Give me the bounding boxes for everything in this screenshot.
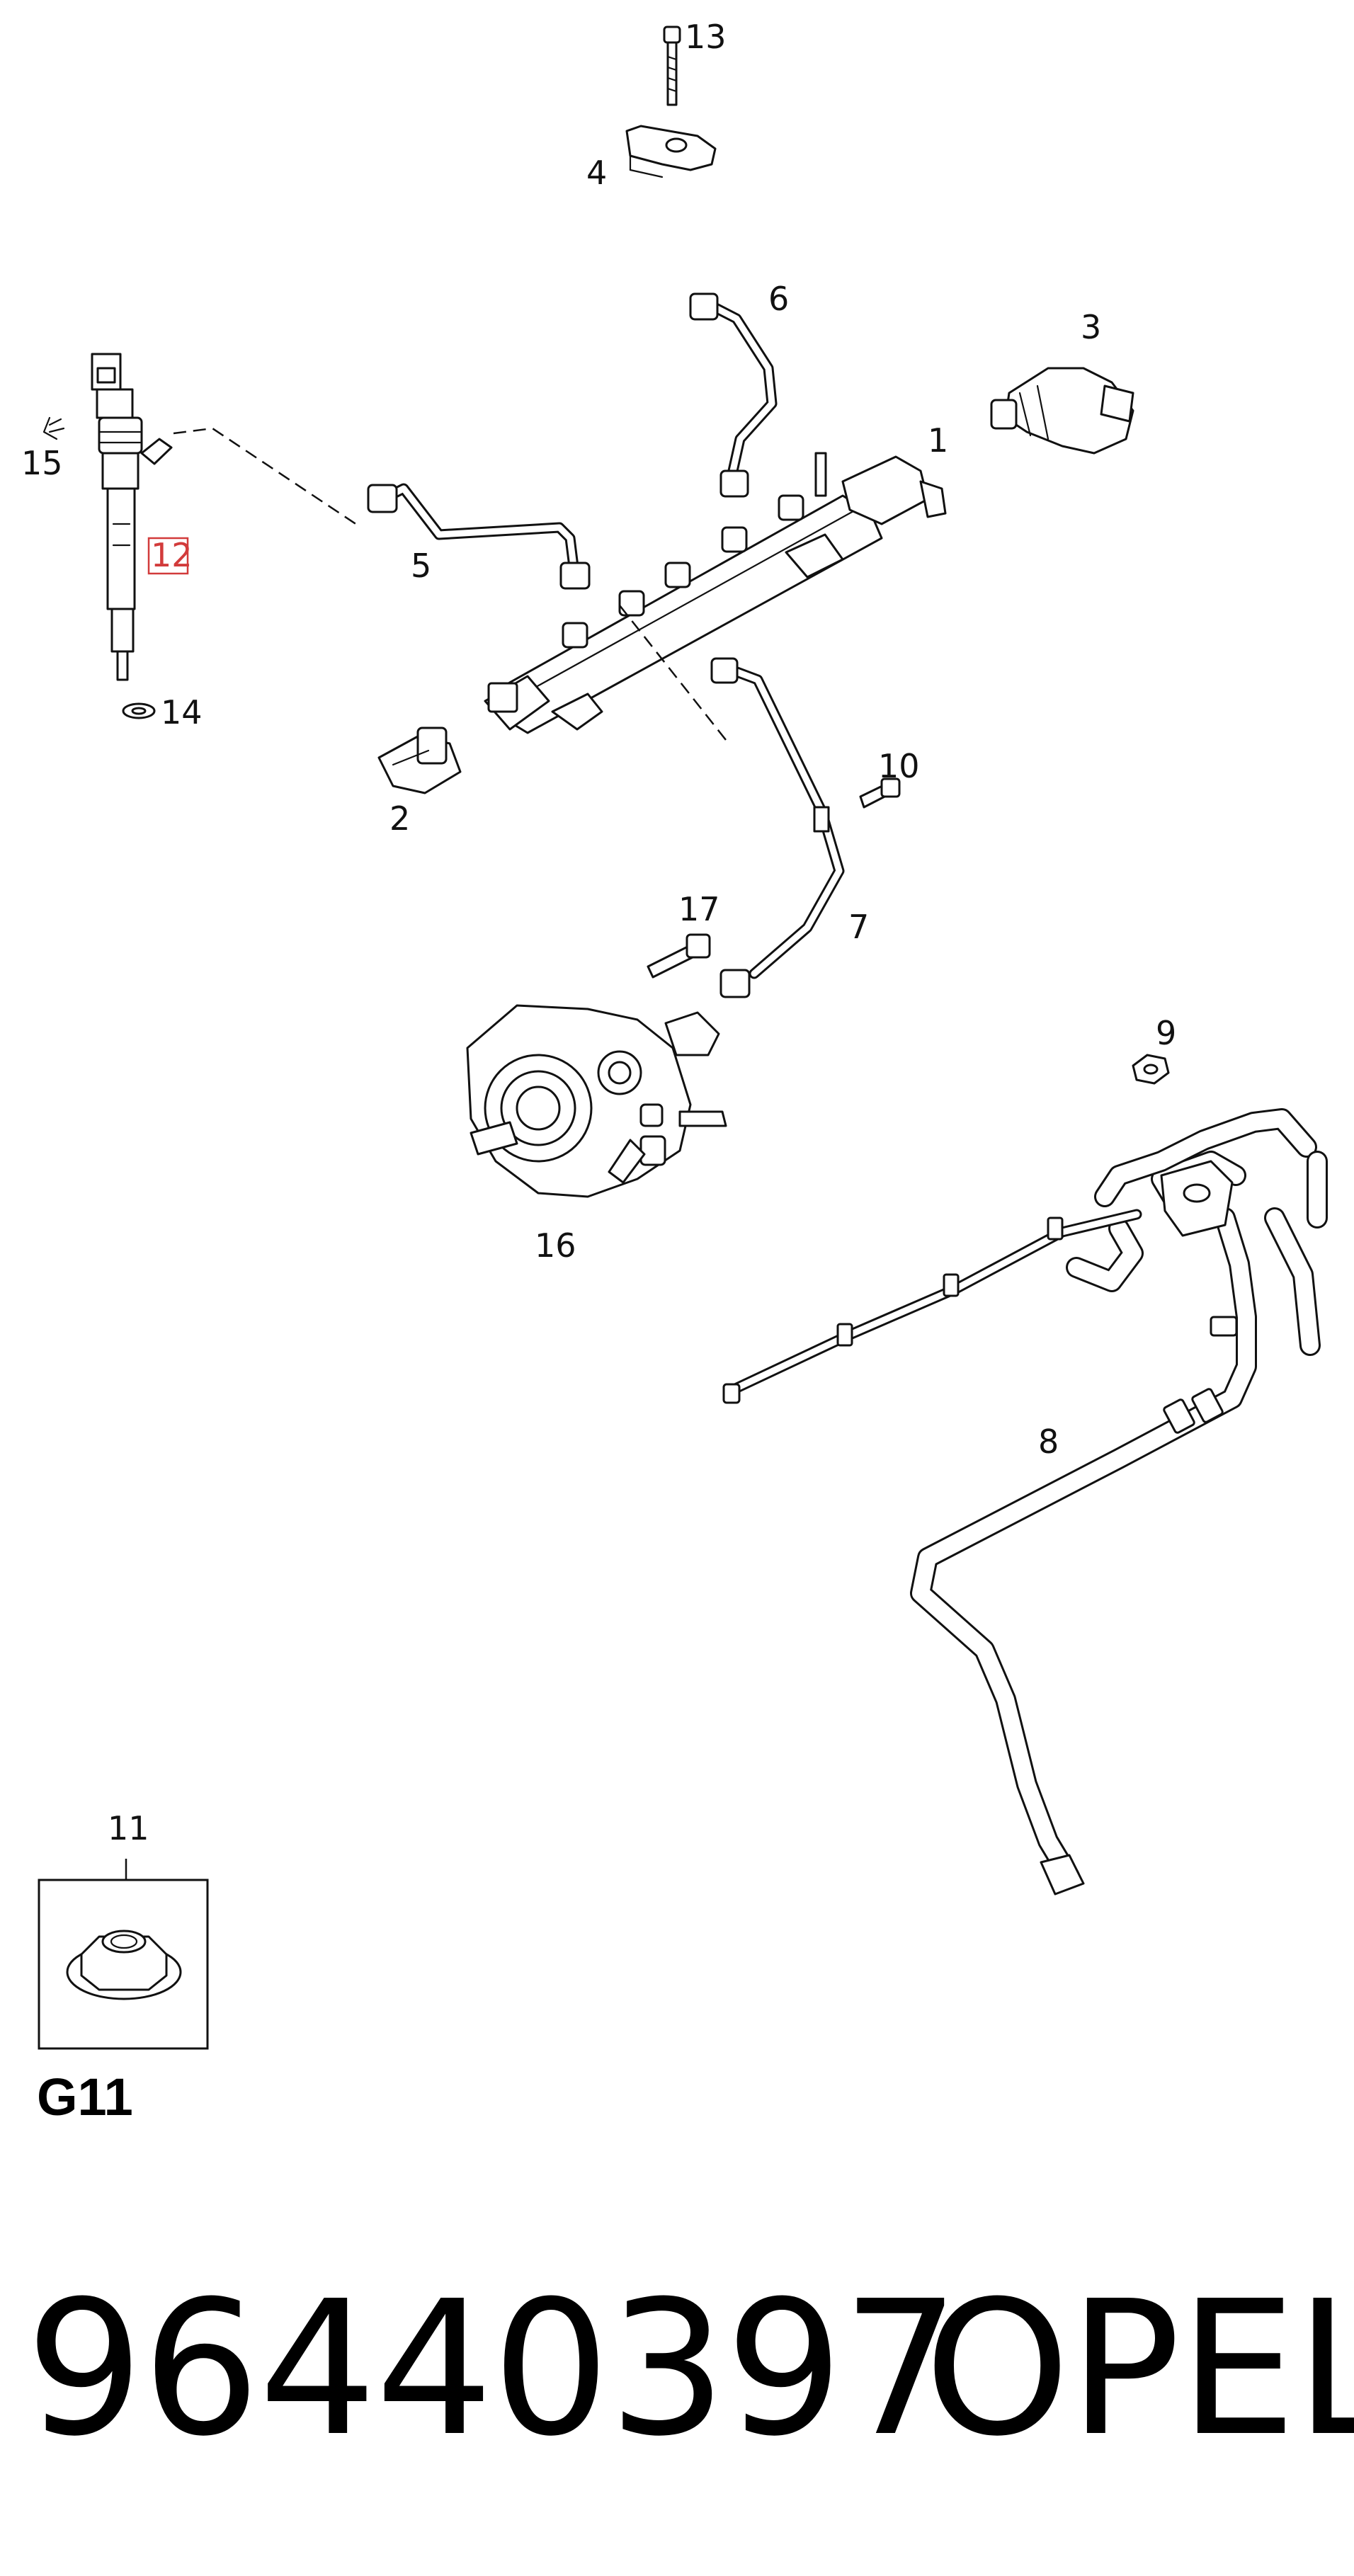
part-7-fuel-pipe [710,657,845,998]
part-17-bolt [647,933,711,979]
callout-11: 11 [108,1809,149,1847]
callout-12-highlight-box [147,537,189,575]
callout-1: 1 [928,421,948,460]
footer-part-number: 96440397 [25,2261,960,2477]
callout-6: 6 [768,280,789,318]
callout-15: 15 [21,444,63,482]
callout-9: 9 [1156,1014,1176,1052]
callout-4: 4 [586,154,607,192]
part-15-clip [42,416,65,440]
callout-16: 16 [535,1226,576,1265]
part-2-sensor [377,726,462,794]
callout-2: 2 [389,799,410,838]
callout-5: 5 [411,547,431,585]
part-11-detail [38,1859,209,2050]
part-5-fuel-pipe [367,483,591,590]
connector-line-rail [619,605,727,741]
connector-line-injector [173,427,362,529]
callout-13: 13 [685,18,727,56]
group-label: G11 [37,2068,133,2126]
part-4-clamp [625,125,717,178]
callout-8: 8 [1038,1423,1059,1461]
callout-14: 14 [161,693,203,731]
part-14-washer [122,702,156,719]
part-6-fuel-pipe [689,292,778,498]
part-10-bolt [859,777,901,809]
callout-12: 12 [151,536,193,574]
part-12-injector [91,353,173,681]
part-9-nut [1132,1054,1170,1085]
part-13-bolt [663,25,681,106]
part-3-pressure-valve [990,367,1134,455]
footer-brand: OPEL [924,2261,1354,2477]
part-1-fuel-rail [484,452,947,734]
callout-10: 10 [878,747,920,785]
callout-17: 17 [678,890,720,928]
callout-7: 7 [848,908,869,946]
callout-3: 3 [1081,308,1101,346]
part-8-return-hose [722,1108,1328,1896]
part-16-pump [466,1004,727,1198]
